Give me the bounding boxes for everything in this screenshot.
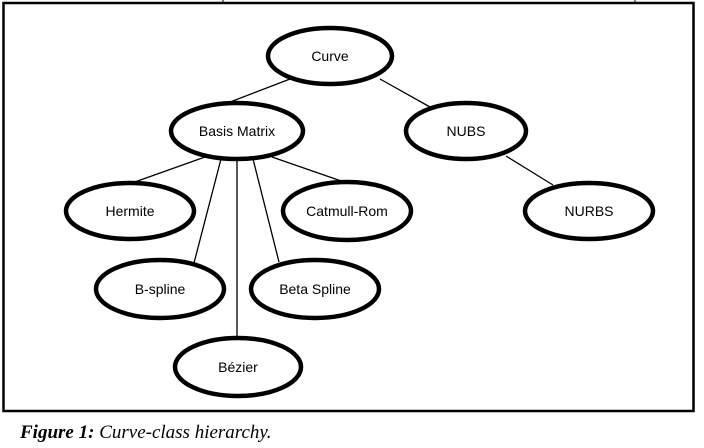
edge-basis-matrix-to-hermite <box>131 156 206 184</box>
edge-nubs-to-nurbs <box>505 155 554 186</box>
node-nubs: NUBS <box>403 100 529 162</box>
node-label: NURBS <box>564 203 613 219</box>
edge-curve-to-basis-matrix <box>224 78 291 105</box>
node-label: Bézier <box>218 359 258 375</box>
node-label: Curve <box>311 48 349 64</box>
node-ellipse <box>403 100 529 162</box>
node-ellipse <box>280 179 414 243</box>
node-label: Beta Spline <box>279 281 351 297</box>
node-label: Catmull-Rom <box>306 203 388 219</box>
caption-label: Figure 1: <box>20 422 95 443</box>
edge-basis-matrix-to-beta-spline <box>252 158 280 263</box>
node-bezier: Bézier <box>172 335 304 399</box>
node-label: NUBS <box>447 123 486 139</box>
edge-basis-matrix-to-b-spline <box>193 158 222 264</box>
node-ellipse <box>248 257 382 321</box>
node-catmull-rom: Catmull-Rom <box>280 179 414 243</box>
caption-text: Curve-class hierarchy. <box>94 422 272 443</box>
edge-basis-matrix-to-catmull-rom <box>271 156 348 184</box>
edges-group <box>131 78 554 338</box>
figure-caption: Figure 1: Curve-class hierarchy. <box>20 422 272 444</box>
node-ellipse <box>265 25 395 87</box>
node-label: B-spline <box>135 281 186 297</box>
node-ellipse <box>93 257 227 321</box>
node-ellipse <box>522 180 656 242</box>
node-ellipse <box>172 335 304 399</box>
node-b-spline: B-spline <box>93 257 227 321</box>
node-beta-spline: Beta Spline <box>248 257 382 321</box>
node-curve: Curve <box>265 25 395 87</box>
node-nurbs: NURBS <box>522 180 656 242</box>
node-ellipse <box>168 100 306 162</box>
node-basis-matrix: Basis Matrix <box>168 100 306 162</box>
node-ellipse <box>63 180 197 242</box>
node-label: Basis Matrix <box>199 123 275 139</box>
figure-frame <box>2 1 695 413</box>
node-hermite: Hermite <box>63 180 197 242</box>
edge-curve-to-nubs <box>379 78 431 108</box>
node-label: Hermite <box>105 203 154 219</box>
